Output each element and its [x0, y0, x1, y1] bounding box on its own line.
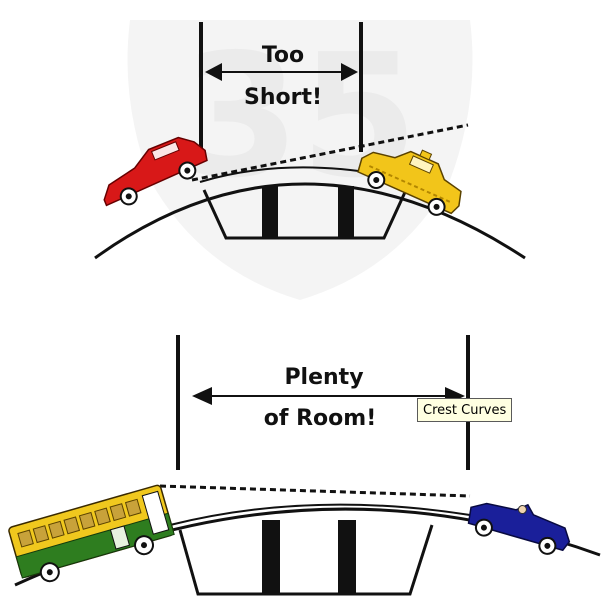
bottom-label-line2: of Room!: [264, 406, 376, 431]
bus-icon: [8, 484, 175, 583]
bottom-bridge: [178, 520, 434, 596]
top-bridge: [202, 186, 408, 240]
top-sight-line: [191, 123, 469, 182]
bottom-sight-line: [159, 484, 471, 498]
tooltip: Crest Curves: [417, 398, 513, 422]
bottom-label-line1: Plenty: [284, 365, 363, 390]
top-label-line1: Too: [262, 43, 304, 68]
blue-convertible-icon: [467, 502, 571, 555]
bottom-road-surface: [169, 503, 471, 526]
top-road-curve: [94, 182, 526, 260]
top-scene: Too Short!: [94, 22, 526, 260]
top-distance-arrow: [205, 63, 358, 81]
bottom-scene: Plenty of Room!: [8, 335, 601, 596]
top-label-line2: Short!: [244, 85, 322, 110]
red-car-icon: [103, 136, 208, 207]
taxi-icon: [357, 149, 462, 216]
